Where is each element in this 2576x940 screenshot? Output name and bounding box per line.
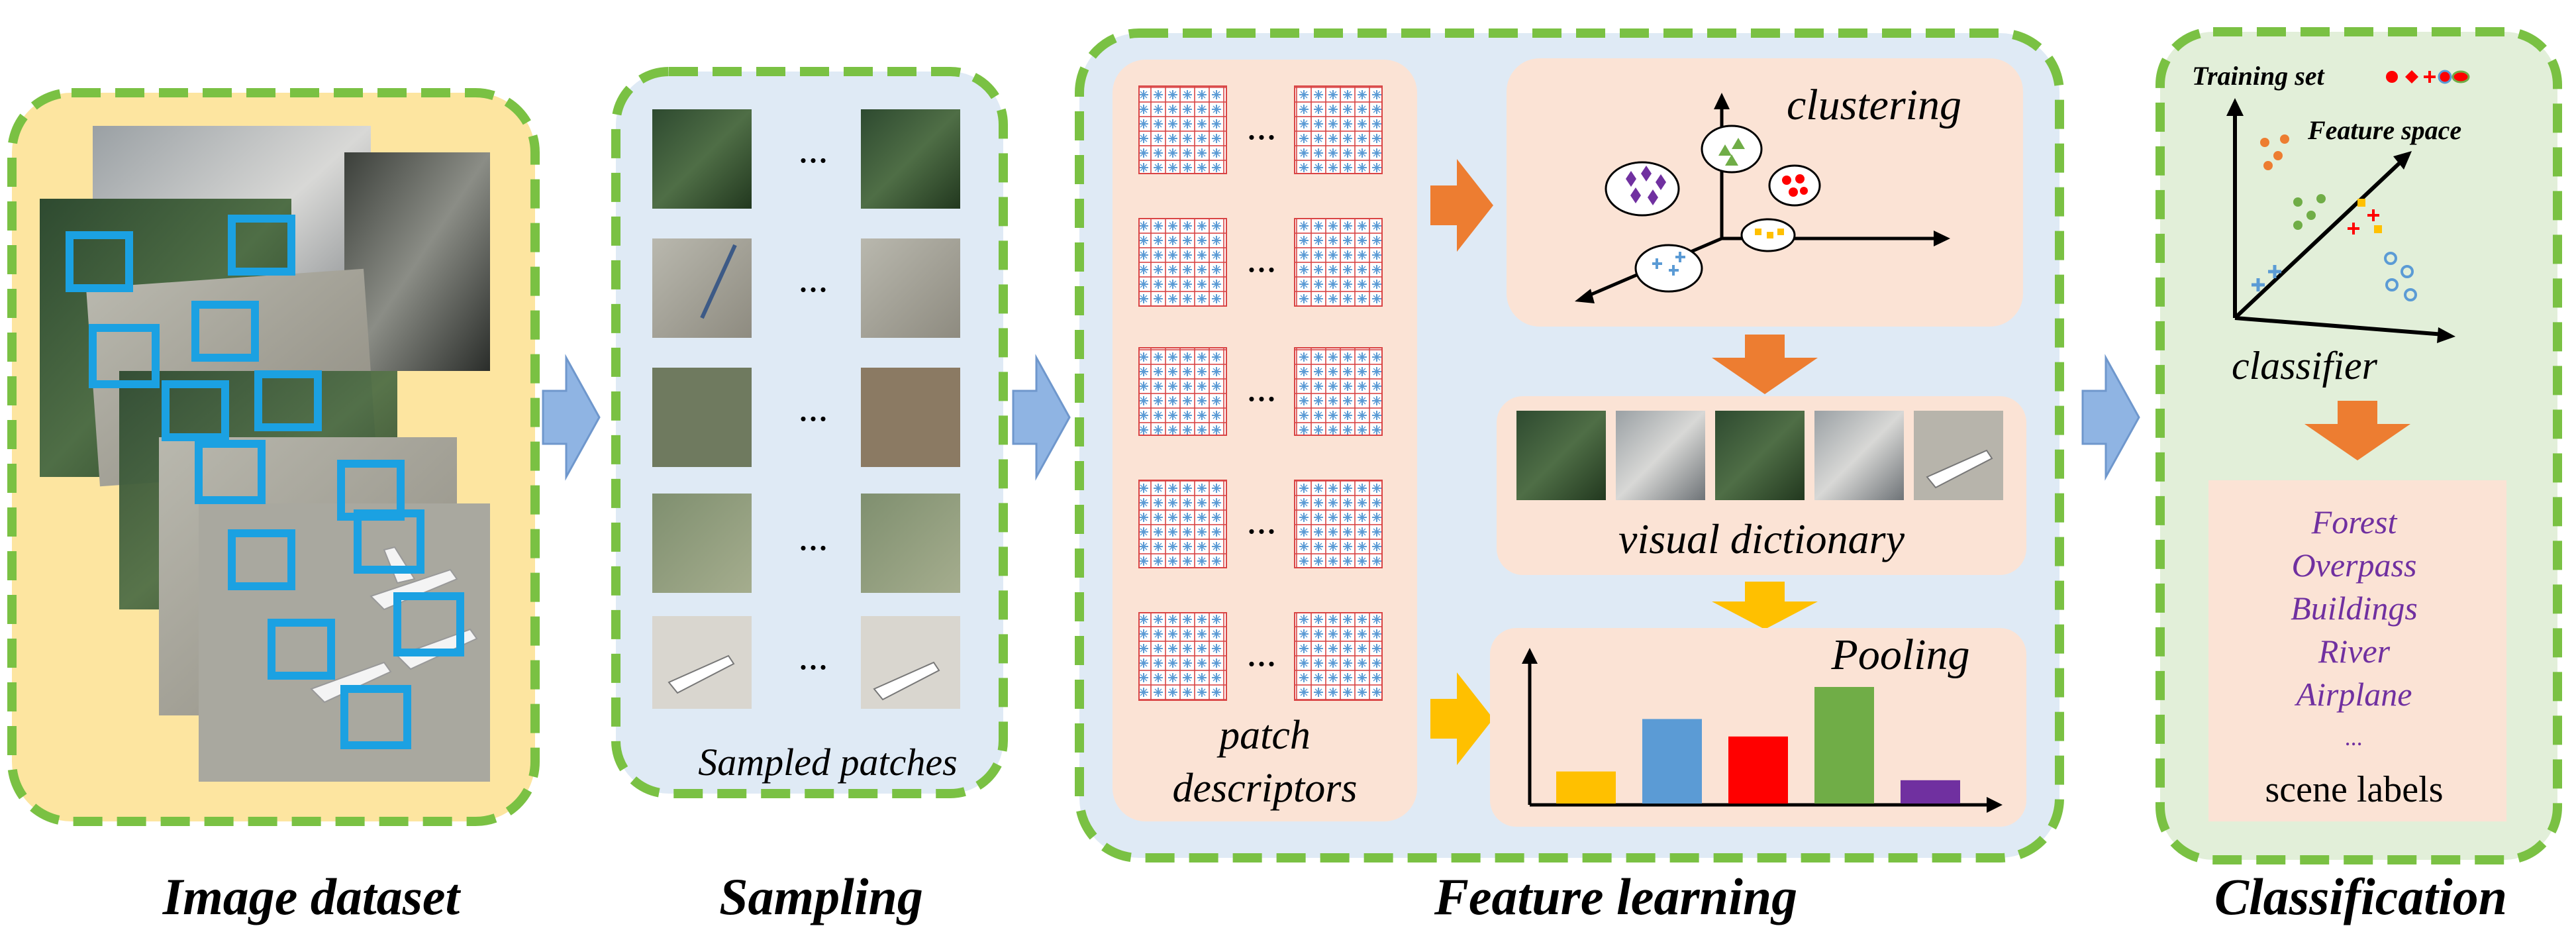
arrow-right-icon: [542, 354, 601, 481]
scene-labels-panel: [2208, 480, 2506, 821]
svg-text:...: ...: [1247, 631, 1277, 674]
svg-text:...: ...: [1247, 104, 1277, 148]
feature-space-label: Feature space: [2307, 115, 2461, 145]
descriptor-grids: [1138, 85, 1383, 701]
sampling-ellipses: ... ... ... ... ...: [799, 127, 828, 678]
feature-space-points: [2252, 134, 2417, 301]
histogram-bar-5: [1901, 780, 1960, 804]
scene-label-buildings: Buildings: [2291, 590, 2418, 627]
pooling-axes: [1528, 656, 1993, 807]
patch-descriptors-label-line2: descriptors: [1173, 766, 1358, 811]
sample-boxes: [66, 215, 464, 749]
svg-text:...: ...: [799, 127, 828, 171]
scene-labels-title: scene labels: [2265, 769, 2444, 810]
scene-label-river: River: [2318, 633, 2391, 670]
training-set-label: Training set: [2192, 61, 2326, 91]
scene-labels-list: Forest Overpass Buildings River Airplane…: [2291, 503, 2418, 751]
arrow-right-icon: [2081, 354, 2140, 481]
feature-learning-stage: ... ... ... ... ... patch descriptors cl…: [1075, 28, 2064, 925]
svg-text:...: ...: [1247, 236, 1277, 280]
histogram-bar-4: [1814, 687, 1874, 804]
classifier-label: classifier: [2232, 344, 2378, 388]
dictionary-words: [1516, 411, 2003, 500]
histogram-bar-1: [1556, 771, 1616, 804]
training-set-symbols: [2386, 70, 2470, 84]
arrow-down-icon: [1712, 335, 1818, 394]
svg-text:...: ...: [799, 256, 828, 300]
svg-text:...: ...: [799, 515, 828, 558]
svg-text:...: ...: [1247, 366, 1277, 409]
scene-label-airplane: Airplane: [2295, 676, 2412, 713]
sampled-patches-label: Sampled patches: [698, 741, 957, 784]
image-dataset-caption: Image dataset: [162, 868, 462, 925]
pooling-box: Pooling: [1490, 628, 2026, 827]
feature-space-axes: [2233, 109, 2444, 337]
arrow-right-icon: [1430, 159, 1493, 252]
classification-caption: Classification: [2214, 868, 2507, 925]
feature-learning-caption: Feature learning: [1434, 868, 1797, 925]
clustering-box: clustering: [1507, 58, 2023, 327]
histogram-bar-3: [1728, 736, 1788, 804]
image-dataset-stage: Image dataset: [7, 88, 540, 925]
scene-label-overpass: Overpass: [2292, 547, 2417, 584]
classification-stage: Training set Feature space c: [2155, 27, 2562, 925]
descriptor-ellipses: ... ... ... ... ...: [1247, 104, 1277, 674]
stacked-aerial-images: [40, 126, 490, 782]
visual-dictionary-box: visual dictionary: [1497, 396, 2026, 575]
visual-dictionary-label: visual dictionary: [1618, 515, 1905, 562]
svg-text:...: ...: [799, 634, 828, 678]
clustering-label: clustering: [1787, 81, 1961, 129]
scene-labels-ellipsis: ...: [2346, 724, 2363, 751]
histogram-bar-2: [1642, 719, 1702, 804]
sampling-caption: Sampling: [719, 868, 923, 925]
sampling-stage: ... ... ... ... ... Sampled patches Samp…: [611, 67, 1008, 925]
arrow-down-icon: [1712, 582, 1818, 629]
scene-label-forest: Forest: [2311, 503, 2398, 541]
svg-text:...: ...: [799, 386, 828, 429]
pooling-label: Pooling: [1831, 631, 1970, 679]
svg-text:...: ...: [1247, 498, 1277, 542]
arrow-right-icon: [1430, 672, 1493, 765]
arrow-right-icon: [1012, 354, 1071, 481]
arrow-down-icon: [2304, 401, 2410, 460]
patch-descriptors-label-line1: patch: [1216, 713, 1311, 758]
sampled-patch-pairs: [652, 109, 960, 709]
pooling-histogram: [1556, 687, 1960, 804]
